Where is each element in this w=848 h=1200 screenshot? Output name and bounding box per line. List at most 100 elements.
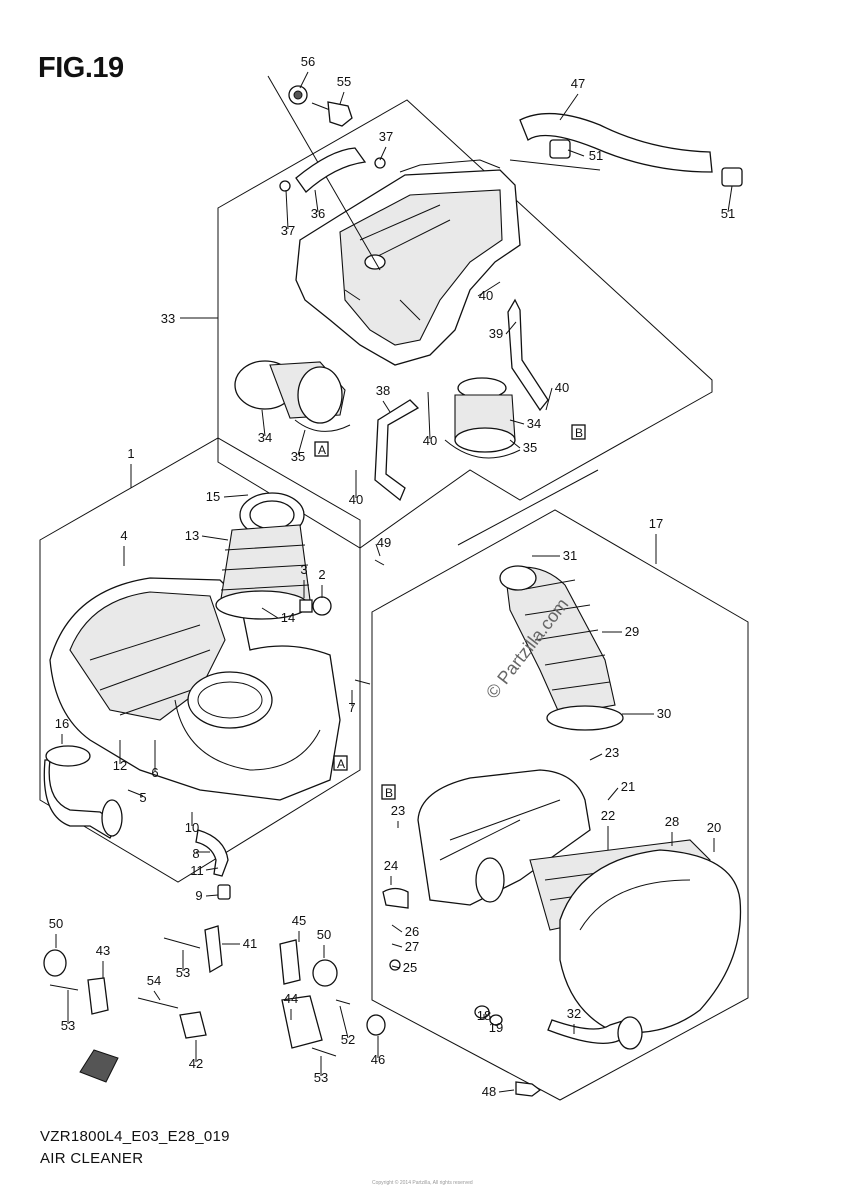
ref-marker-a-text: A [318, 443, 326, 457]
hose-36 [279, 147, 386, 193]
callout-38: 38 [376, 383, 390, 398]
leader-line [127, 789, 144, 797]
leader-line [559, 93, 579, 121]
duct-34-right [444, 377, 521, 459]
leader-line [607, 787, 619, 801]
callout-33: 33 [161, 311, 175, 326]
callout-23: 23 [391, 803, 405, 818]
leader-line [382, 400, 391, 413]
callout-27: 27 [405, 939, 419, 954]
leader-line [509, 419, 525, 425]
small-fasteners-right [382, 887, 542, 1097]
callout-52: 52 [341, 1032, 355, 1047]
callout-32: 32 [567, 1006, 581, 1021]
leader-line [567, 149, 585, 157]
hose-47 [509, 112, 743, 187]
callout-1: 1 [127, 446, 134, 461]
duct-34-left [234, 360, 351, 432]
ref-marker-b-text: B [385, 786, 393, 800]
callout-40: 40 [555, 380, 569, 395]
callout-3: 3 [300, 562, 307, 577]
intake-13-15 [215, 492, 311, 620]
hose-8 [195, 829, 231, 900]
callout-15: 15 [206, 489, 220, 504]
leader-line [477, 281, 501, 297]
intake-pipe-29 [499, 565, 624, 731]
callout-42: 42 [189, 1056, 203, 1071]
callout-leaders [55, 71, 733, 1093]
callout-49: 49 [377, 535, 391, 550]
brackets-and-dampers [43, 925, 386, 1057]
callout-34: 34 [258, 430, 272, 445]
leader-line [498, 1089, 515, 1093]
callout-28: 28 [665, 814, 679, 829]
ref-marker-b-lower: B [381, 784, 396, 800]
small-fasteners-left [299, 559, 385, 685]
leader-line [299, 71, 309, 89]
callout-39: 39 [489, 326, 503, 341]
callout-36: 36 [311, 206, 325, 221]
leader-line [391, 965, 401, 969]
callout-20: 20 [707, 820, 721, 835]
callout-5: 5 [139, 790, 146, 805]
callout-50: 50 [317, 927, 331, 942]
callout-35: 35 [523, 440, 537, 455]
callout-21: 21 [621, 779, 635, 794]
callout-51: 51 [721, 206, 735, 221]
callout-55: 55 [337, 74, 351, 89]
cover-20 [559, 849, 742, 1034]
callout-34: 34 [527, 416, 541, 431]
callout-26: 26 [405, 924, 419, 939]
callout-47: 47 [571, 76, 585, 91]
leader-line [391, 924, 403, 933]
callout-25: 25 [403, 960, 417, 975]
callout-24: 24 [384, 858, 398, 873]
fwd-arrow-icon [79, 1049, 119, 1083]
callout-48: 48 [482, 1084, 496, 1099]
callout-35: 35 [291, 449, 305, 464]
duct-16 [43, 745, 123, 839]
callout-53: 53 [61, 1018, 75, 1033]
leader-line [505, 321, 517, 335]
callout-51: 51 [589, 148, 603, 163]
leader-line [205, 894, 219, 897]
air-cleaner-case-4 [49, 577, 341, 801]
callout-53: 53 [314, 1070, 328, 1085]
assembly-name: AIR CLEANER [40, 1150, 144, 1167]
hose-38 [374, 399, 420, 502]
callout-44: 44 [284, 991, 298, 1006]
callout-14: 14 [281, 610, 295, 625]
leader-line [314, 189, 319, 213]
callout-19: 19 [489, 1020, 503, 1035]
leader-line [201, 535, 229, 541]
callout-23: 23 [605, 745, 619, 760]
leader-line [427, 391, 431, 440]
leader-line [261, 409, 266, 437]
callout-31: 31 [563, 548, 577, 563]
callout-4: 4 [120, 528, 127, 543]
callout-50: 50 [49, 916, 63, 931]
callout-12: 12 [113, 758, 127, 773]
leader-line [297, 429, 306, 456]
figure-title: FIG.19 [38, 52, 124, 84]
callout-53: 53 [176, 965, 190, 980]
callout-43: 43 [96, 943, 110, 958]
leader-line [727, 185, 733, 213]
leader-line [545, 387, 553, 411]
outer-case-22 [417, 769, 591, 906]
ref-marker-a-lower: A [333, 755, 348, 771]
callout-40: 40 [349, 492, 363, 507]
leader-line [339, 1005, 349, 1039]
callout-37: 37 [281, 223, 295, 238]
callout-16: 16 [55, 716, 69, 731]
callout-2: 2 [318, 567, 325, 582]
callout-45: 45 [292, 913, 306, 928]
callout-7: 7 [348, 700, 355, 715]
callout-8: 8 [192, 846, 199, 861]
callout-10: 10 [185, 820, 199, 835]
callout-17: 17 [649, 516, 663, 531]
leader-line [153, 990, 161, 1001]
